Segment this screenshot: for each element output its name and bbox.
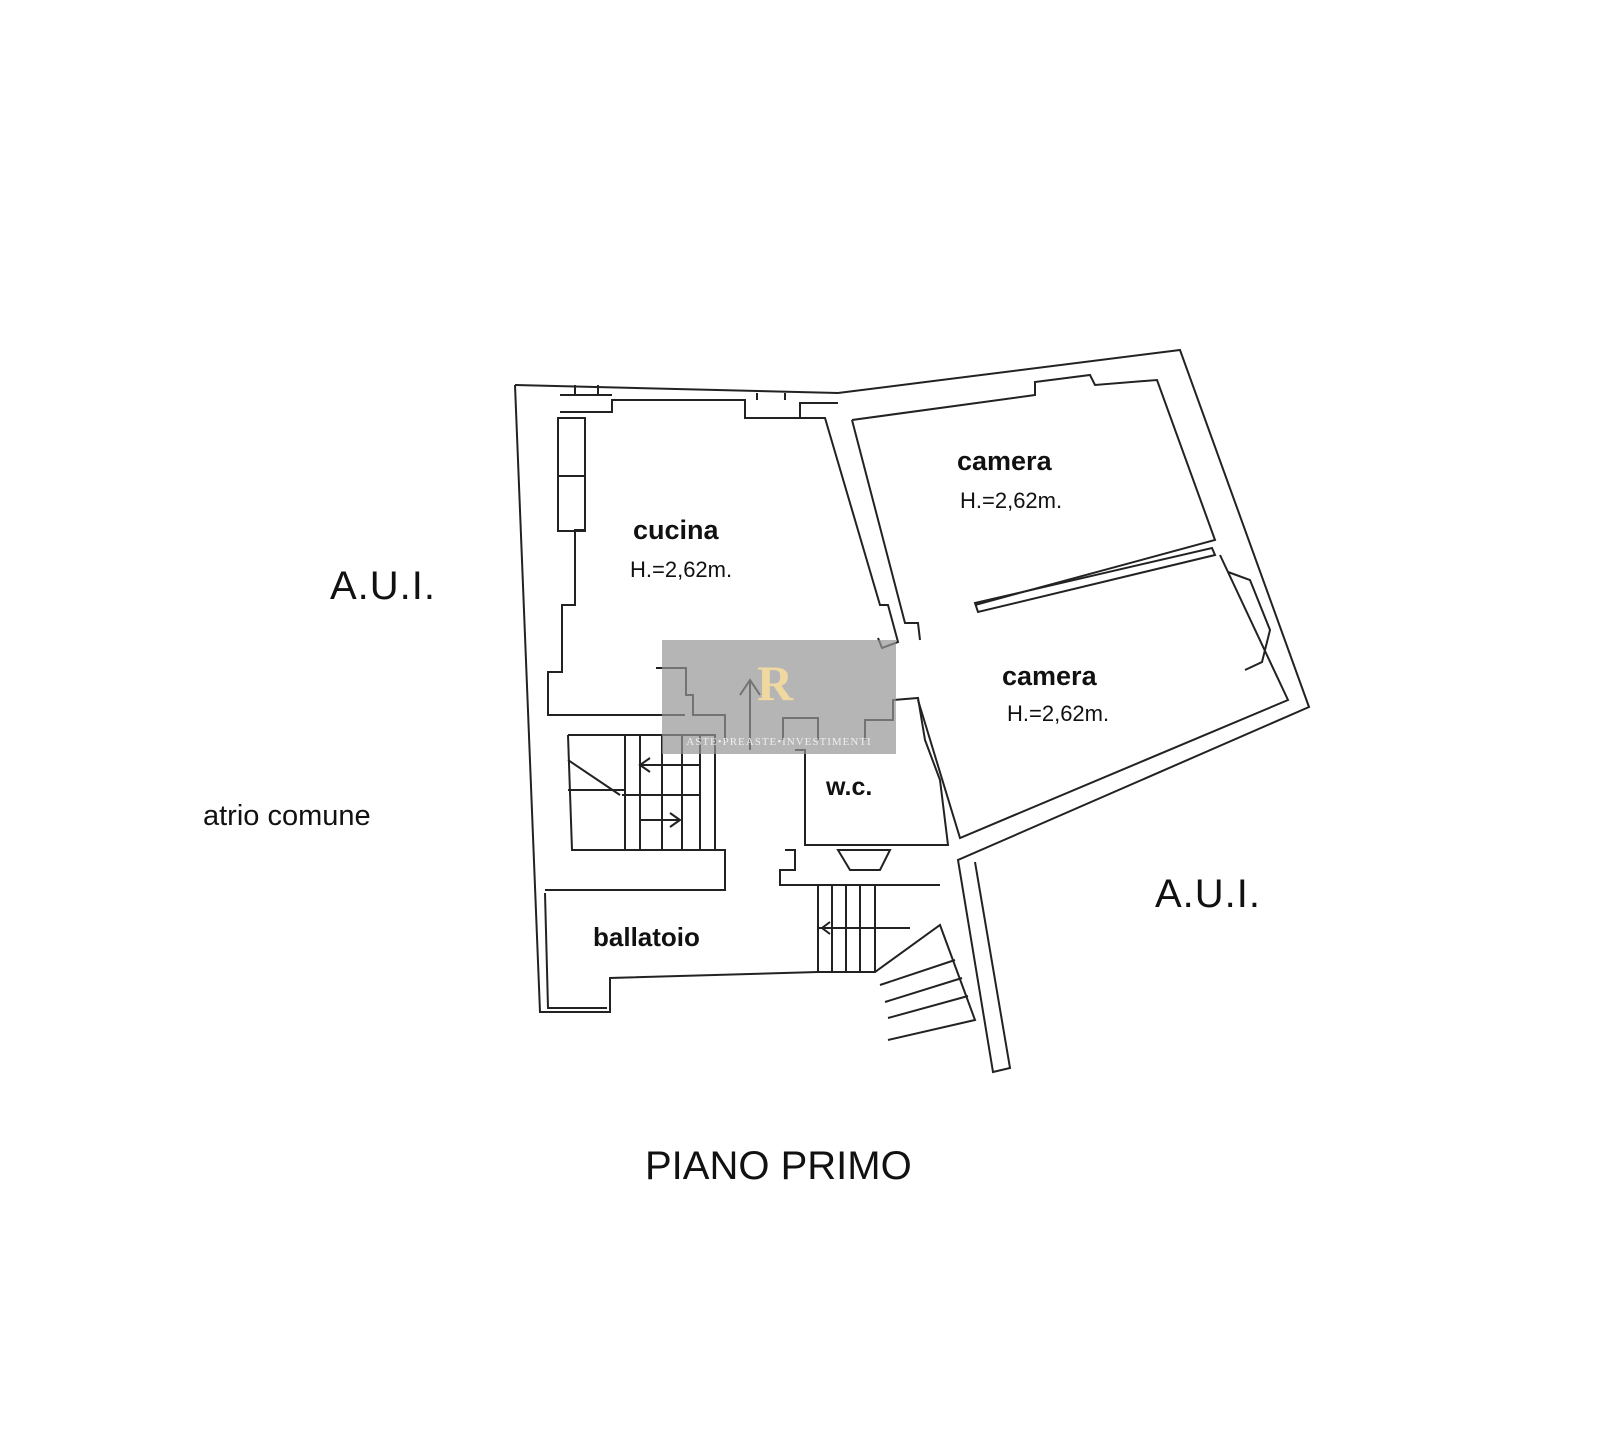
label-atrio-comune: atrio comune	[203, 800, 371, 832]
window	[557, 475, 586, 532]
camera-bottom-wall	[917, 554, 1290, 840]
watermark-text: ASTE•PREASTE•INVESTIMENTI	[686, 736, 872, 748]
stairs	[567, 734, 726, 885]
room-name-wc: w.c.	[826, 773, 873, 801]
arrow	[638, 757, 700, 828]
kitchen-wall	[560, 399, 900, 650]
plan-title: PIANO PRIMO	[645, 1144, 912, 1188]
label-aui-right: A.U.I.	[1155, 872, 1262, 916]
room-name-cucina: cucina	[633, 515, 719, 545]
room-height-camera-2: H.=2,62m.	[1007, 701, 1110, 726]
room-height-cucina: H.=2,62m.	[630, 557, 733, 582]
label-aui-left: A.U.I.	[330, 564, 437, 608]
outer-wall-left	[514, 384, 819, 1013]
outer-wall	[514, 348, 1311, 1074]
label-ballatoio: ballatoio	[593, 922, 700, 952]
window	[557, 417, 586, 477]
corridor-wall	[545, 849, 940, 891]
ballatoio-inner	[544, 892, 607, 1009]
room-height-camera-1: H.=2,62m.	[960, 488, 1063, 513]
room-name-camera-2: camera	[1002, 661, 1097, 691]
camera-divider	[973, 546, 1217, 614]
watermark: R ASTE•PREASTE•INVESTIMENTI	[662, 640, 896, 754]
camera-top-left-wall	[851, 419, 921, 641]
stairs	[817, 849, 977, 1041]
camera-top-wall	[851, 373, 1217, 606]
watermark-logo: R	[757, 655, 794, 711]
arrow	[820, 921, 831, 935]
room-name-camera-1: camera	[957, 446, 1052, 476]
window	[560, 385, 786, 400]
